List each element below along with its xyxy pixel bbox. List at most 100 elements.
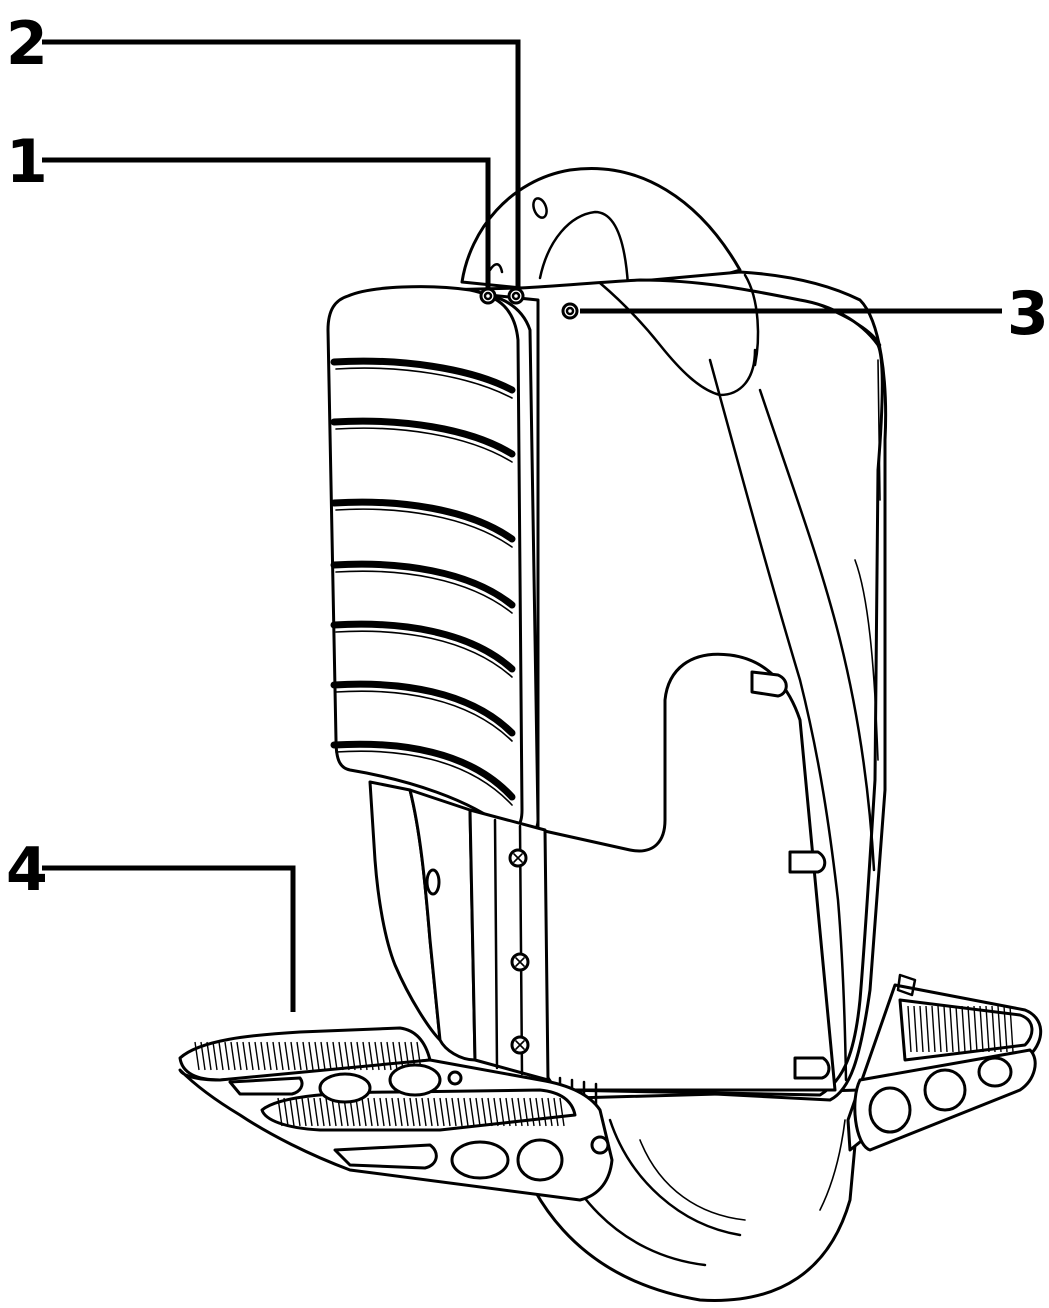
tread-line [398,1041,404,1071]
tread-line [260,1041,266,1071]
tread-line [943,1005,948,1053]
tread-line [973,1005,978,1053]
tread-line [314,1041,320,1071]
tread-line [427,1097,433,1127]
tread-line [361,1097,367,1127]
cover-ribs [330,357,516,806]
tread-line [373,1097,379,1127]
cover-rib [330,740,516,801]
tread-line [254,1041,260,1071]
tread-line [553,1097,559,1127]
tread-line [194,1041,200,1071]
tread-line [445,1097,451,1127]
right-pedal-tread [907,1005,1014,1053]
tread-line [332,1041,338,1071]
tread-line [362,1041,368,1071]
cover-rib-edge [335,570,513,614]
tread-line [409,1097,415,1127]
tread-line [397,1097,403,1127]
tread-line [380,1041,386,1071]
tread-line [301,1097,307,1127]
tread-line [451,1097,457,1127]
tread-line [386,1041,392,1071]
tread-line [200,1041,206,1071]
tread-line [290,1041,296,1071]
tread-line [344,1041,350,1071]
cover-rib-edge [335,750,513,806]
tread-line [368,1041,374,1071]
tread-line [248,1041,254,1071]
tread-line [541,1097,547,1127]
tread-line [320,1041,326,1071]
tread-line [206,1041,212,1071]
leader-line-2 [42,39,521,288]
tread-line [284,1041,290,1071]
tread-line [230,1041,236,1071]
tread-line [469,1097,475,1127]
tread-line [295,1097,301,1127]
left-pedal [178,1026,614,1202]
tread-line [392,1041,398,1071]
tread-line [499,1097,505,1127]
tread-line [289,1097,295,1127]
cover-rib-edge [335,690,513,742]
top-buttons [479,287,579,320]
tread-line [236,1041,242,1071]
tread-line [325,1097,331,1127]
cover-rib-edge [335,427,513,463]
tread-line [523,1097,529,1127]
tread-line [961,1005,966,1053]
tread-line [421,1097,427,1127]
tread-line [475,1097,481,1127]
callout-number-3: 3 [1007,279,1049,349]
tread-line [218,1041,224,1071]
callout-labels: 2 1 3 4 [6,9,1049,905]
tread-line [283,1097,289,1127]
tread-line [326,1041,332,1071]
tread-line [529,1097,535,1127]
tread-line [913,1005,918,1053]
tread-line [955,1005,960,1053]
tread-line [937,1005,942,1053]
callout-number-2: 2 [6,9,48,79]
tread-line [338,1041,344,1071]
tread-line [224,1041,230,1071]
cover-rib-edge [335,367,513,399]
tread-line [355,1097,361,1127]
tread-line [949,1005,954,1053]
tread-line [308,1041,314,1071]
tread-line [511,1097,517,1127]
tread-line [457,1097,463,1127]
tread-line [379,1097,385,1127]
tread-line [266,1041,272,1071]
left-pedal-tread [194,1041,565,1127]
tread-line [967,1005,972,1053]
tread-line [374,1041,380,1071]
tread-line [415,1097,421,1127]
tread-line [403,1097,409,1127]
tread-line [313,1097,319,1127]
tread-line [997,1005,1002,1053]
tread-line [385,1097,391,1127]
tread-line [272,1041,278,1071]
tread-line [559,1097,565,1127]
tread-line [481,1097,487,1127]
cover-rib [330,357,516,394]
callout-number-4: 4 [6,835,48,905]
tread-line [319,1097,325,1127]
cover-rib [330,498,516,543]
tread-line [919,1005,924,1053]
tread-line [1003,1005,1008,1053]
tread-line [302,1041,308,1071]
tread-line [517,1097,523,1127]
tread-line [350,1041,356,1071]
tread-line [493,1097,499,1127]
tread-line [547,1097,553,1127]
cover-rib [330,620,516,673]
cover-rib-edge [335,630,513,678]
right-pedal [846,973,1043,1152]
tread-line [242,1041,248,1071]
tread-line [991,1005,996,1053]
leader-line-4 [42,865,296,1012]
